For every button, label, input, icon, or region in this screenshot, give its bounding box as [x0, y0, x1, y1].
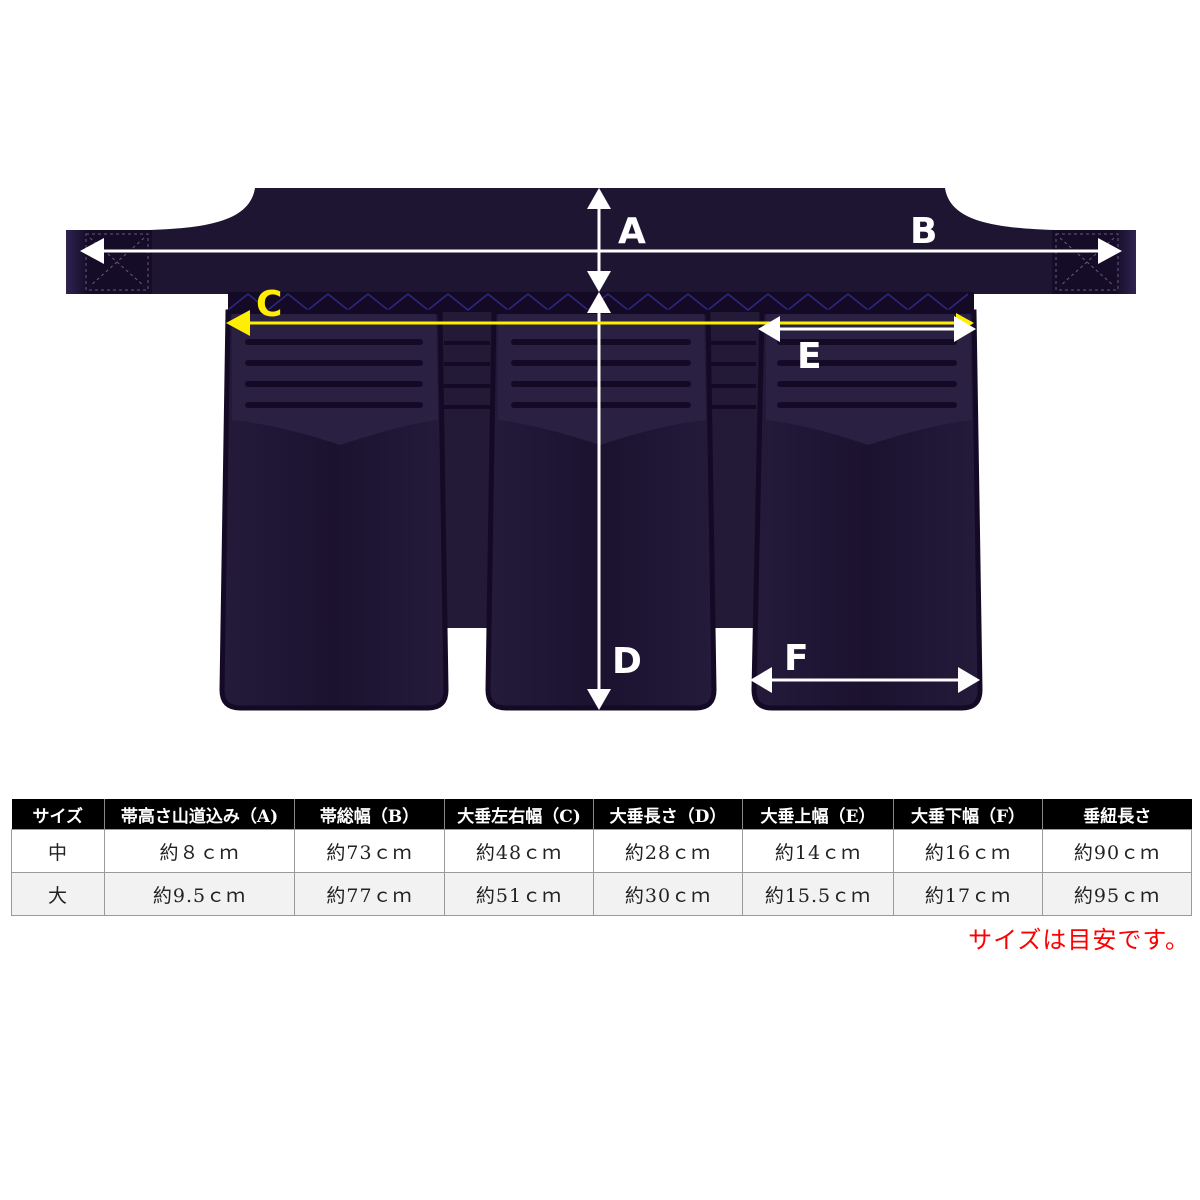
cell-value: 約51ｃｍ: [444, 872, 594, 916]
cell-value: 約9.5ｃｍ: [104, 872, 295, 916]
cell-size: 大: [11, 872, 105, 916]
belt-right-tab: [1052, 230, 1136, 294]
table-header-row: サイズ 帯高さ山道込み（A) 帯総幅（B） 大垂左右幅（C) 大垂長さ（D） 大…: [11, 799, 1192, 830]
arrow-f: [750, 667, 980, 693]
table-row: 大 約9.5ｃｍ 約77ｃｍ 約51ｃｍ 約30ｃｍ 約15.5ｃｍ 約17ｃｍ…: [11, 872, 1192, 916]
arrow-a: [587, 188, 611, 292]
arrow-b: [80, 238, 1122, 264]
large-flaps: [219, 309, 983, 711]
cell-value: 約95ｃｍ: [1042, 872, 1192, 916]
belt-left-tab: [66, 230, 152, 294]
table-row: 中 約８ｃｍ 約73ｃｍ 約48ｃｍ 約28ｃｍ 約14ｃｍ 約16ｃｍ 約90…: [11, 829, 1192, 873]
label-f: F: [784, 638, 809, 679]
belt: [66, 188, 1136, 294]
cell-value: 約16ｃｍ: [893, 829, 1043, 873]
label-b: B: [910, 211, 937, 252]
cell-value: 約90ｃｍ: [1042, 829, 1192, 873]
header-belt-height: 帯高さ山道込み（A): [104, 799, 295, 830]
cell-value: 約14ｃｍ: [742, 829, 894, 873]
cell-value: 約28ｃｍ: [593, 829, 743, 873]
header-size: サイズ: [11, 799, 105, 830]
label-d: D: [612, 641, 642, 682]
label-a: A: [618, 211, 646, 252]
label-e: E: [797, 336, 822, 377]
arrow-e: [758, 316, 976, 342]
cell-value: 約８ｃｍ: [104, 829, 295, 873]
header-cord-length: 垂紐長さ: [1042, 799, 1192, 830]
cell-size: 中: [11, 829, 105, 873]
size-disclaimer: サイズは目安です。: [968, 926, 1190, 954]
cell-value: 約73ｃｍ: [294, 829, 445, 873]
cell-value: 約15.5ｃｍ: [742, 872, 894, 916]
header-flap-length: 大垂長さ（D）: [593, 799, 743, 830]
measurement-arrows: [80, 188, 1122, 710]
header-belt-width: 帯総幅（B）: [294, 799, 445, 830]
header-flap-bottom-width: 大垂下幅（F）: [893, 799, 1043, 830]
arrow-d: [587, 292, 611, 710]
header-flap-span: 大垂左右幅（C): [444, 799, 594, 830]
cell-value: 約30ｃｍ: [593, 872, 743, 916]
small-flaps: [440, 312, 760, 628]
tare-illustration: A B C D E F: [66, 188, 1136, 711]
label-c: C: [256, 284, 282, 325]
cell-value: 約48ｃｍ: [444, 829, 594, 873]
header-flap-top-width: 大垂上幅（E）: [742, 799, 894, 830]
size-table: サイズ 帯高さ山道込み（A) 帯総幅（B） 大垂左右幅（C) 大垂長さ（D） 大…: [11, 799, 1192, 916]
cell-value: 約77ｃｍ: [294, 872, 445, 916]
cell-value: 約17ｃｍ: [893, 872, 1043, 916]
